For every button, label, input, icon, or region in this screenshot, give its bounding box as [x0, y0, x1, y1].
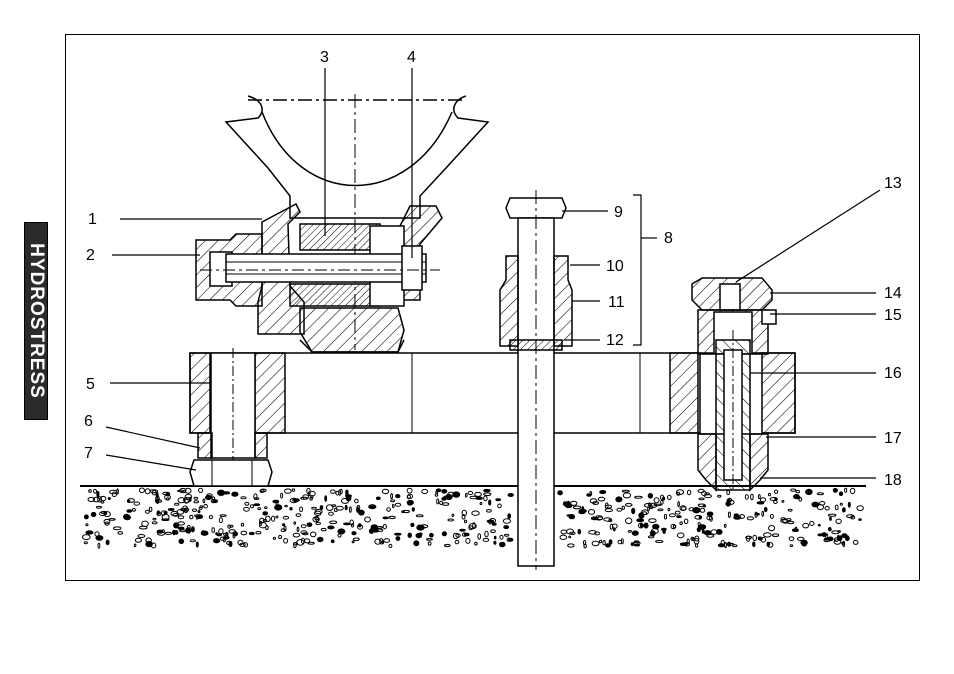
callout-4: 4	[407, 49, 416, 66]
callout-14: 14	[884, 285, 902, 302]
callout-15: 15	[884, 307, 902, 324]
callout-16: 16	[884, 365, 902, 382]
callout-12: 12	[606, 332, 624, 349]
callout-7: 7	[84, 445, 93, 462]
callout-8: 8	[664, 230, 673, 247]
concrete-foundation	[80, 486, 866, 550]
callout-1: 1	[88, 211, 97, 228]
callout-10: 10	[606, 258, 624, 275]
callout-2: 2	[86, 247, 95, 264]
callout-13: 13	[884, 175, 902, 192]
callout-9: 9	[614, 204, 623, 221]
callout-17: 17	[884, 430, 902, 447]
callout-5: 5	[86, 376, 95, 393]
callout-18: 18	[884, 472, 902, 489]
callout-3: 3	[320, 49, 329, 66]
callout-6: 6	[84, 413, 93, 430]
callout-11: 11	[608, 294, 625, 311]
